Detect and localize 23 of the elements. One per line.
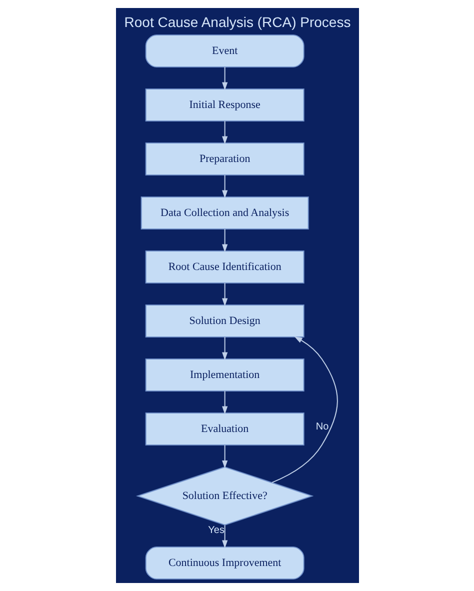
edge-label: No bbox=[315, 422, 328, 433]
arrow bbox=[222, 336, 228, 360]
node-diamond: Solution Effective? bbox=[135, 466, 314, 526]
arrow bbox=[222, 282, 228, 306]
node-box: Solution Design bbox=[144, 304, 304, 338]
edge-label: Yes bbox=[208, 525, 224, 536]
node-box: Implementation bbox=[144, 358, 304, 392]
arrow bbox=[222, 524, 228, 548]
node-box: Preparation bbox=[144, 142, 304, 176]
arrow bbox=[222, 390, 228, 414]
node-box: Initial Response bbox=[144, 88, 304, 122]
arrow bbox=[222, 444, 228, 468]
arrow bbox=[222, 174, 228, 198]
node-box: Root Cause Identification bbox=[144, 250, 304, 284]
arrow bbox=[270, 336, 338, 484]
node-box: Evaluation bbox=[144, 412, 304, 446]
arrow bbox=[222, 228, 228, 252]
arrow bbox=[222, 66, 228, 90]
node-box: Continuous Improvement bbox=[144, 546, 304, 580]
arrow bbox=[222, 120, 228, 144]
diagram-title: Root Cause Analysis (RCA) Process bbox=[124, 14, 350, 30]
node-box: Data Collection and Analysis bbox=[140, 196, 308, 230]
node-box: Event bbox=[144, 34, 304, 68]
